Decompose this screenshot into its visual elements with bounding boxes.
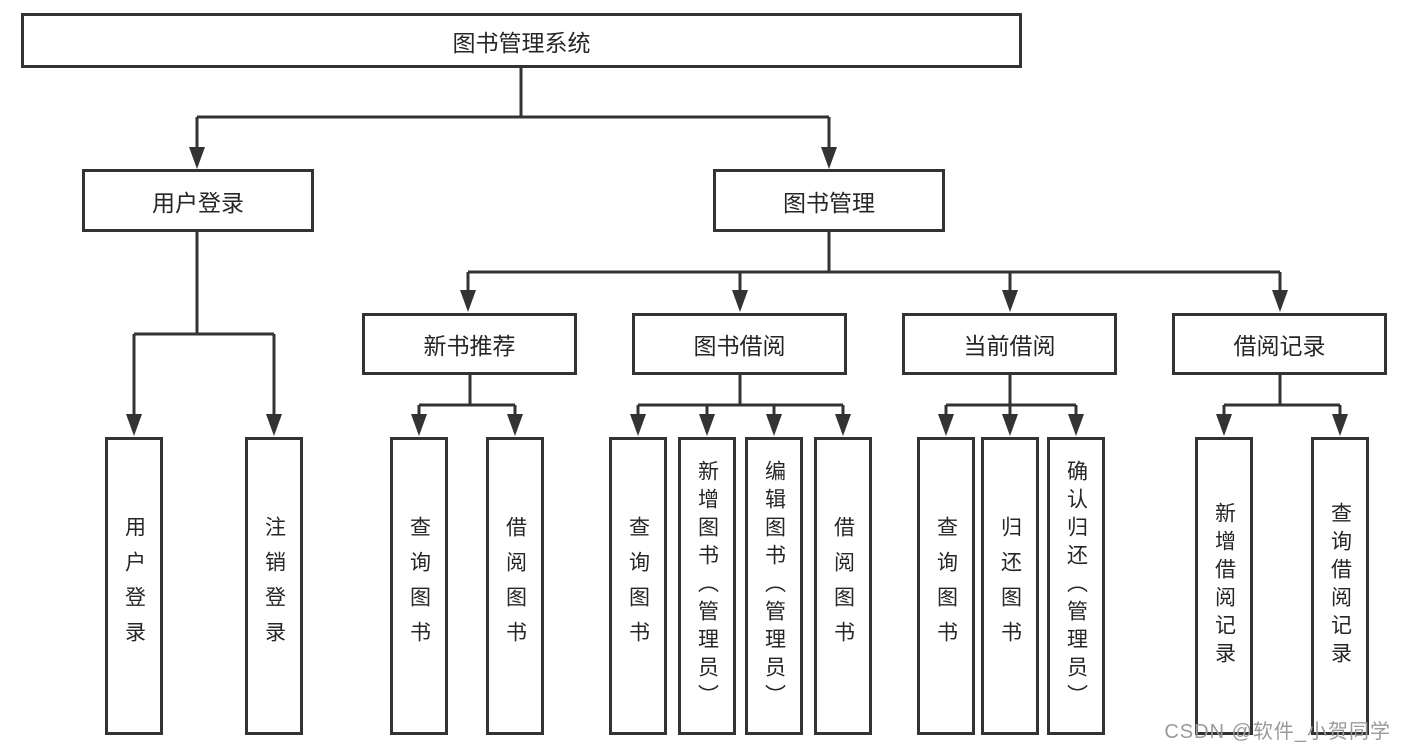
leaf-label: 借阅图书 <box>831 516 855 656</box>
node-book-borrow: 图书借阅 <box>632 313 847 375</box>
watermark: CSDN @软件_小贺同学 <box>1164 721 1391 743</box>
node-new-book-recommend: 新书推荐 <box>362 313 577 375</box>
leaf-label: 注销登录 <box>262 516 286 656</box>
leaf-logout: 注销登录 <box>245 437 303 735</box>
leaf-label: 查询图书 <box>626 516 650 656</box>
leaf-borrow-books: 借阅图书 <box>814 437 872 735</box>
leaf-label: 查询借阅记录 <box>1328 502 1352 670</box>
leaf-query-borrow-record: 查询借阅记录 <box>1311 437 1369 735</box>
node-current-borrow: 当前借阅 <box>902 313 1117 375</box>
leaf-label: 借阅图书 <box>503 516 527 656</box>
leaf-query-books-current: 查询图书 <box>917 437 975 735</box>
leaf-label: 查询图书 <box>934 516 958 656</box>
leaf-query-books-borrow: 查询图书 <box>609 437 667 735</box>
node-book-management: 图书管理 <box>713 169 945 232</box>
leaf-label: 新增图书（管理员） <box>695 460 719 712</box>
node-user-login: 用户登录 <box>82 169 314 232</box>
leaf-add-borrow-record: 新增借阅记录 <box>1195 437 1253 735</box>
leaf-label: 编辑图书（管理员） <box>762 460 786 712</box>
leaf-label: 归还图书 <box>998 516 1022 656</box>
leaf-confirm-return-admin: 确认归还（管理员） <box>1047 437 1105 735</box>
leaf-return-books: 归还图书 <box>981 437 1039 735</box>
leaf-label: 新增借阅记录 <box>1212 502 1236 670</box>
leaf-query-books-recommend: 查询图书 <box>390 437 448 735</box>
leaf-label: 用户登录 <box>122 516 146 656</box>
leaf-add-books-admin: 新增图书（管理员） <box>678 437 736 735</box>
leaf-user-login: 用户登录 <box>105 437 163 735</box>
leaf-label: 确认归还（管理员） <box>1064 460 1088 712</box>
node-root: 图书管理系统 <box>21 13 1022 68</box>
leaf-label: 查询图书 <box>407 516 431 656</box>
leaf-edit-books-admin: 编辑图书（管理员） <box>745 437 803 735</box>
node-borrow-records: 借阅记录 <box>1172 313 1387 375</box>
leaf-borrow-books-recommend: 借阅图书 <box>486 437 544 735</box>
